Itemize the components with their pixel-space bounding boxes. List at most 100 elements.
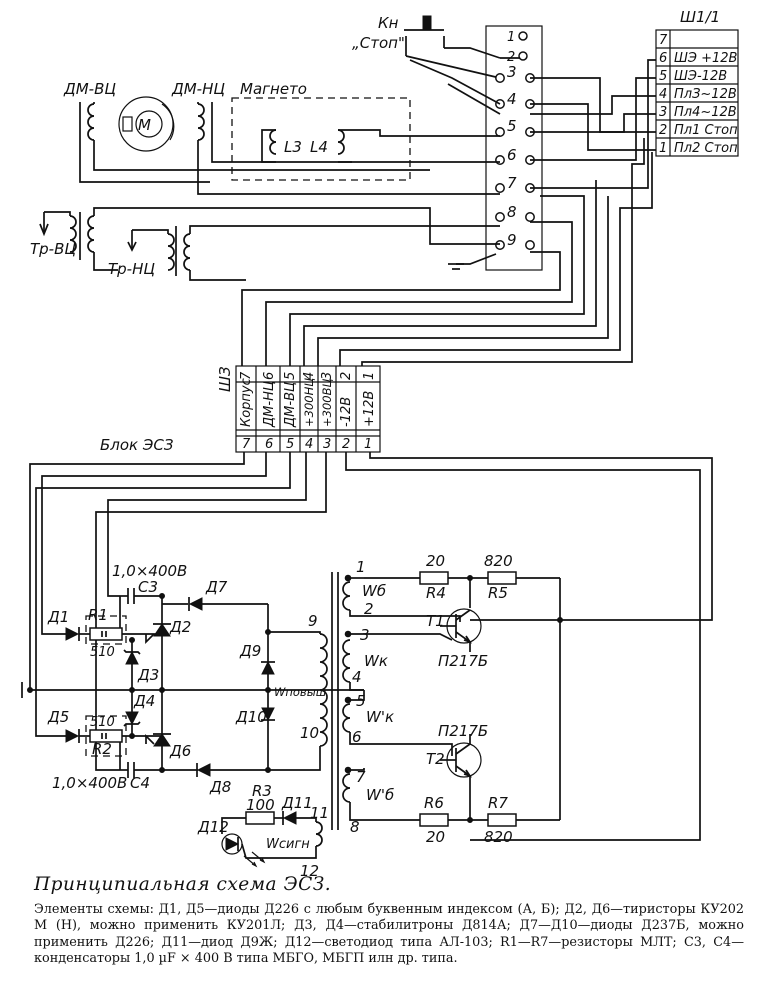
r1-label: R1: [88, 606, 108, 624]
sh11-row-num: 4: [659, 87, 667, 102]
wsign-label: Wсигн: [266, 837, 310, 852]
terminal-6: 6: [507, 146, 517, 164]
node-3: 3: [360, 626, 370, 644]
r1-value: 510: [90, 645, 115, 660]
capacitor-c3: [119, 588, 165, 634]
terminal-pin: [525, 240, 535, 250]
winding-wk: [342, 630, 453, 691]
r5-label: R5: [488, 584, 508, 602]
sh3-pin-label: ДМ-НЦ: [262, 381, 277, 428]
resistor-r7: [487, 620, 561, 827]
r4-value: 20: [426, 552, 445, 570]
t1-type: П217Б: [438, 652, 488, 670]
dm-vc-label: ДМ-ВЦ: [63, 80, 116, 98]
sh11-row-num: 2: [659, 123, 667, 138]
sh3-pin: 7: [239, 371, 254, 380]
c3-rating-label: 1,0×400В: [112, 562, 187, 580]
node-8: 8: [350, 818, 360, 836]
sh3-pin: 4: [302, 372, 317, 380]
terminal-5: 5: [507, 117, 517, 135]
d11-label: Д11: [281, 794, 313, 812]
wpov-label: Wповыш: [274, 685, 327, 699]
sh3-lower-pin: 5: [286, 437, 294, 452]
sh11-row-label: ПлЗ~12В: [674, 87, 737, 102]
terminal-3: 3: [507, 63, 517, 81]
d5-label: Д5: [47, 708, 69, 726]
sh3-pin-label: +12В: [362, 391, 377, 427]
d3-label: Д3: [137, 666, 159, 684]
sh3-lower-labels: 7 6 5 4 3 2 1: [242, 437, 372, 452]
sh11-row-label: Пл1 Стоп: [674, 123, 738, 138]
sh3-pin-label: +300НЦ: [302, 378, 316, 427]
zener-d4: [123, 690, 141, 736]
r7-label: R7: [488, 794, 508, 812]
upper-wiring: [409, 57, 656, 189]
sh11-label: Ш1/1: [680, 8, 720, 26]
stop-button: [404, 15, 501, 79]
node-5: 5: [356, 692, 366, 710]
d6-label: Д6: [169, 742, 191, 760]
sh11-row-label: ШЭ +12В: [674, 51, 738, 66]
sh11-row-num: 1: [659, 141, 667, 156]
node-2: 2: [364, 600, 374, 618]
d1-label: Д1: [47, 608, 69, 626]
diode-d11: [282, 811, 316, 825]
sh3-pin: 3: [320, 372, 335, 380]
r6-value: 20: [426, 828, 445, 846]
motor: М: [118, 96, 175, 152]
sh3-pin: 1: [362, 372, 377, 380]
diode-d8: [196, 740, 269, 777]
r3-value: 100: [246, 796, 275, 814]
resistor-r3: [228, 811, 284, 825]
sh11-row-label: Пл4~12В: [674, 105, 737, 120]
resistor-r6: [419, 813, 488, 827]
motor-label: М: [138, 116, 151, 134]
resistor-r5: [487, 571, 561, 620]
terminal-4: 4: [507, 90, 517, 108]
node-12: 12: [300, 862, 319, 880]
tr-nc-label: Тр-НЦ: [108, 260, 155, 278]
sh11-row-num: 3: [659, 105, 667, 120]
sh11-row-num: 5: [659, 69, 667, 84]
stop-label: „Стоп": [352, 34, 405, 52]
terminal-pin: [495, 155, 505, 165]
diode-d1: [65, 627, 90, 641]
node-11: 11: [310, 804, 329, 822]
caption-body: Элементы схемы: Д1, Д5—диоды Д226 с любы…: [34, 902, 744, 967]
kn-label: Кн: [378, 14, 399, 32]
circuit-schematic: Кн „Стоп" 1 2 3 4 5 6 7 8 9 Ш1/1 7 6 ШЭ …: [21, 8, 739, 880]
led-d12: [221, 817, 312, 868]
t2-label: Т2: [426, 750, 445, 768]
transformers: [39, 207, 500, 281]
sh3-upper-labels: 7 Корпус 6 ДМ-НЦ 5 ДМ-ВЦ 4 +300НЦ 3 +300…: [239, 371, 377, 428]
sh3-lower-pin: 1: [364, 437, 372, 452]
node-4: 4: [352, 668, 362, 686]
caption-title: Принципиальная схема ЭСЗ.: [34, 874, 332, 895]
sh3-pin: 2: [339, 372, 354, 380]
transistor-t2: [440, 734, 482, 820]
sh11-row-num: 6: [659, 51, 667, 66]
lower-wiring: [21, 452, 713, 841]
d4-label: Д4: [133, 692, 155, 710]
winding-wk2: [342, 690, 453, 756]
sh3-pin: 5: [283, 372, 298, 380]
l4-label: L4: [310, 138, 328, 156]
sh11-row-num: 7: [659, 33, 668, 48]
sh3-pin-label: ДМ-ВЦ: [283, 382, 298, 428]
node-7: 7: [356, 768, 366, 786]
sh3-lower-pin: 4: [305, 437, 313, 452]
r5-value: 820: [484, 552, 513, 570]
c4-rating-label: 1,0×400В: [52, 774, 127, 792]
t2-type: П217Б: [438, 722, 488, 740]
sh3-lower-pin: 3: [323, 437, 331, 452]
sensor-coils: [79, 102, 500, 195]
sh3-label: ШЗ: [216, 366, 234, 392]
dm-nc-label: ДМ-НЦ: [171, 80, 225, 98]
coil-wsign: [312, 818, 323, 859]
node-1: 1: [356, 558, 366, 576]
wb-label: Wб: [362, 582, 386, 600]
r6-label: R6: [424, 794, 444, 812]
block-esz-label: Блок ЭСЗ: [100, 436, 174, 454]
terminal-1: 1: [507, 30, 515, 45]
diode-d7: [162, 597, 269, 632]
